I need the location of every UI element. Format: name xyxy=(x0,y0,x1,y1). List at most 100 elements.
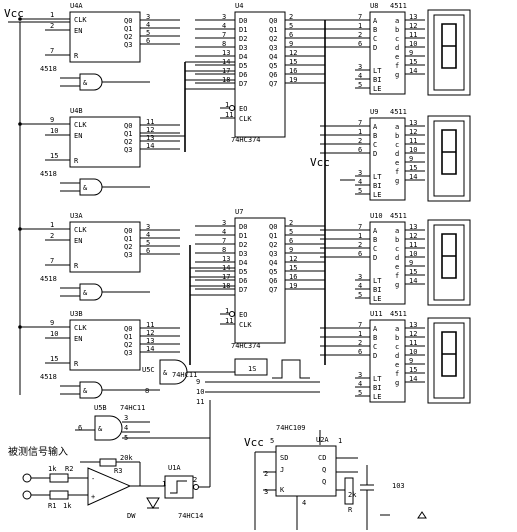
vcc-label-mid: Vcc xyxy=(310,156,330,169)
decoder-output-pin: g xyxy=(395,281,399,289)
counter-input-pin: R xyxy=(74,360,79,368)
pin-number: 7 xyxy=(358,13,362,21)
gate-type: 74HC11 xyxy=(172,371,197,379)
pin-number: 15 xyxy=(50,152,58,160)
counter-input-pin: CLK xyxy=(74,16,87,24)
pin-number: 2 xyxy=(289,13,293,21)
pin-number: 3 xyxy=(358,63,362,71)
latch-d-pin: D5 xyxy=(239,268,247,276)
pin-number: 1 xyxy=(358,232,362,240)
pin-number: 2 xyxy=(358,31,362,39)
pin-number: 6 xyxy=(146,247,150,255)
decoder-output-pin: d xyxy=(395,352,399,360)
latch-ctrl-pin: CLK xyxy=(239,321,252,329)
pin-number: 10 xyxy=(409,348,417,356)
decoder-body xyxy=(369,11,406,95)
latch-q-pin: Q5 xyxy=(269,62,277,70)
pin-number: 6 xyxy=(358,146,362,154)
decoder-output-pin: f xyxy=(395,370,399,378)
gate-u5c xyxy=(159,359,188,385)
decoder-input-pin: A xyxy=(373,325,378,333)
decoder-output-pin: a xyxy=(395,325,399,333)
decoder-output-pin: a xyxy=(395,227,399,235)
gate-type: 74HC14 xyxy=(178,512,203,520)
pin-number: 12 xyxy=(409,128,417,136)
pin-number: 4 xyxy=(124,424,128,432)
pin-number: 7 xyxy=(222,31,226,39)
digit-segments xyxy=(441,23,457,69)
decoder-ctrl-pin: LE xyxy=(373,295,381,303)
digit-segments xyxy=(441,233,457,279)
decoder-input-pin: C xyxy=(373,343,377,351)
gate-ref: U5C xyxy=(142,366,155,374)
latch-ref: U7 xyxy=(235,208,243,216)
decoder-type: 4511 xyxy=(390,310,407,318)
and-symbol: & xyxy=(163,369,168,377)
latch-d-pin: D7 xyxy=(239,80,247,88)
counter-ref: U4B xyxy=(70,107,83,115)
flipflop-ref: U2A xyxy=(316,436,329,444)
display-window xyxy=(433,224,465,301)
latch-d-pin: D1 xyxy=(239,26,247,34)
input-terminal[interactable] xyxy=(22,473,32,483)
latch-q-pin: Q5 xyxy=(269,268,277,276)
decoder-output-pin: e xyxy=(395,361,399,369)
counter-input-pin: CLK xyxy=(74,121,87,129)
decoder-input-pin: D xyxy=(373,352,377,360)
input-terminal[interactable] xyxy=(22,490,32,500)
gate-type: 74HC11 xyxy=(120,404,145,412)
pin-number: 3 xyxy=(358,169,362,177)
decoder-ctrl-pin: LE xyxy=(373,191,381,199)
ff-pin: SD xyxy=(280,454,288,462)
pin-number: 13 xyxy=(222,49,230,57)
decoder-input-pin: B xyxy=(373,334,377,342)
counter-output-pin: Q3 xyxy=(124,146,132,154)
pin-number: 3 xyxy=(358,273,362,281)
pin-number: 5 xyxy=(146,239,150,247)
pin-number: 4 xyxy=(146,21,150,29)
counter-output-pin: Q3 xyxy=(124,251,132,259)
counter-output-pin: Q3 xyxy=(124,349,132,357)
pulse-box xyxy=(234,358,268,376)
pin-number: 3 xyxy=(222,219,226,227)
latch-ctrl-pin: EO xyxy=(239,105,247,113)
and-symbol: & xyxy=(83,387,88,395)
latch-type: 74HC374 xyxy=(231,342,261,350)
counter-output-pin: Q0 xyxy=(124,17,132,25)
counter-type: 4518 xyxy=(40,170,57,178)
pin-number: 15 xyxy=(409,164,417,172)
decoder-ctrl-pin: LT xyxy=(373,277,382,285)
latch-q-pin: Q3 xyxy=(269,250,277,258)
pin-number: 3 xyxy=(146,223,150,231)
pin-number: 4 xyxy=(358,380,362,388)
ff-pin: K xyxy=(280,486,285,494)
decoder-ctrl-pin: LE xyxy=(373,85,381,93)
pin-number: 3 xyxy=(124,414,128,422)
pin-number: 4 xyxy=(222,228,226,236)
pin-number: 1 xyxy=(50,221,54,229)
decoder-output-pin: c xyxy=(395,141,399,149)
decoder-ctrl-pin: LT xyxy=(373,375,382,383)
decoder-ref: U9 xyxy=(370,108,378,116)
pin-number: 7 xyxy=(358,223,362,231)
pin-number: 2 xyxy=(358,241,362,249)
latch-q-pin: Q1 xyxy=(269,26,277,34)
pin-number: 6 xyxy=(289,237,293,245)
pin-number: 11 xyxy=(146,321,154,329)
pin-number: 6 xyxy=(146,37,150,45)
decoder-ctrl-pin: BI xyxy=(373,286,381,294)
pin-number: 11 xyxy=(409,339,417,347)
latch-d-pin: D3 xyxy=(239,44,247,52)
junction-dot xyxy=(18,17,22,21)
decoder-body xyxy=(369,319,406,403)
counter-input-pin: EN xyxy=(74,237,82,245)
decoder-output-pin: e xyxy=(395,159,399,167)
latch-q-pin: Q7 xyxy=(269,286,277,294)
schmitt-symbol xyxy=(170,480,187,494)
counter-output-pin: Q2 xyxy=(124,138,132,146)
decoder-input-pin: B xyxy=(373,132,377,140)
latch-q-pin: Q3 xyxy=(269,44,277,52)
ff-pin: Q xyxy=(322,478,326,486)
pin-number: 14 xyxy=(146,345,154,353)
pin-number: 7 xyxy=(358,321,362,329)
